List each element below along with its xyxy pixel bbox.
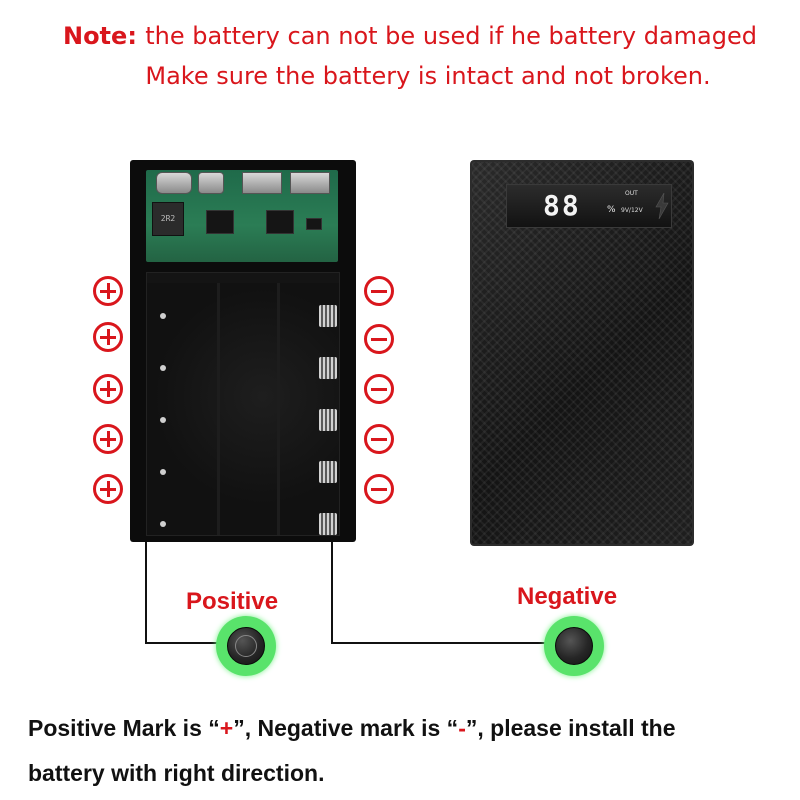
lcd-voltage-label: 9V/12V bbox=[621, 207, 643, 214]
positive-label: Positive bbox=[186, 588, 279, 615]
micro-usb-port bbox=[198, 172, 224, 194]
negative-lead-vertical bbox=[331, 542, 333, 644]
controller-chip bbox=[206, 210, 234, 234]
bay-divider-2 bbox=[277, 283, 280, 535]
minus-sign-icon bbox=[364, 276, 394, 306]
instruction-line-1: Positive Mark is “+”, Negative mark is “… bbox=[28, 715, 676, 741]
lcd-percent: % bbox=[607, 205, 616, 215]
closed-battery-case: 88 % OUT 9V/12V bbox=[470, 160, 694, 546]
plus-sign-icon bbox=[93, 424, 123, 454]
battery-bay bbox=[146, 272, 340, 536]
usb-a-port-1 bbox=[242, 172, 282, 194]
negative-terminal bbox=[544, 616, 604, 676]
negative-spring bbox=[319, 461, 337, 483]
bay-divider-1 bbox=[217, 283, 220, 535]
minus-sign-icon bbox=[364, 474, 394, 504]
positive-lead-vertical bbox=[145, 542, 147, 644]
battery-bay-inner bbox=[147, 283, 339, 535]
positive-terminal bbox=[216, 616, 276, 676]
positive-contact bbox=[160, 313, 166, 319]
small-chip bbox=[306, 218, 322, 230]
negative-lead-horizontal bbox=[331, 642, 545, 644]
lcd-display: 88 % OUT 9V/12V bbox=[506, 184, 672, 228]
minus-sign-icon bbox=[364, 324, 394, 354]
usb-a-port-2 bbox=[290, 172, 330, 194]
positive-contact bbox=[160, 521, 166, 527]
usb-c-port bbox=[156, 172, 192, 194]
negative-spring bbox=[319, 305, 337, 327]
minus-mark: - bbox=[458, 715, 466, 741]
circuit-board: 2R2 bbox=[146, 170, 338, 262]
positive-contact bbox=[160, 365, 166, 371]
note-line-2: Make sure the battery is intact and not … bbox=[145, 62, 711, 90]
driver-chip bbox=[266, 210, 294, 234]
open-battery-case: 2R2 bbox=[130, 160, 356, 542]
negative-spring bbox=[319, 513, 337, 535]
note-label: Note bbox=[62, 22, 128, 50]
negative-spring bbox=[319, 409, 337, 431]
positive-contact bbox=[160, 469, 166, 475]
note-line-1: Note: the battery can not be used if he … bbox=[62, 22, 757, 50]
lcd-digits: 88 bbox=[543, 189, 581, 222]
instruction-line-2: battery with right direction. bbox=[28, 760, 325, 786]
minus-sign-icon bbox=[364, 424, 394, 454]
lightning-bolt-icon bbox=[655, 193, 669, 219]
inductor: 2R2 bbox=[152, 202, 184, 236]
plus-sign-icon bbox=[93, 276, 123, 306]
plus-sign-icon bbox=[93, 322, 123, 352]
plus-mark: + bbox=[219, 715, 234, 741]
positive-lead-horizontal bbox=[145, 642, 217, 644]
plus-sign-icon bbox=[93, 474, 123, 504]
plus-sign-icon bbox=[93, 374, 123, 404]
minus-sign-icon bbox=[364, 374, 394, 404]
negative-spring bbox=[319, 357, 337, 379]
lcd-out-label: OUT bbox=[625, 190, 638, 197]
negative-label: Negative bbox=[517, 583, 618, 610]
positive-contact bbox=[160, 417, 166, 423]
